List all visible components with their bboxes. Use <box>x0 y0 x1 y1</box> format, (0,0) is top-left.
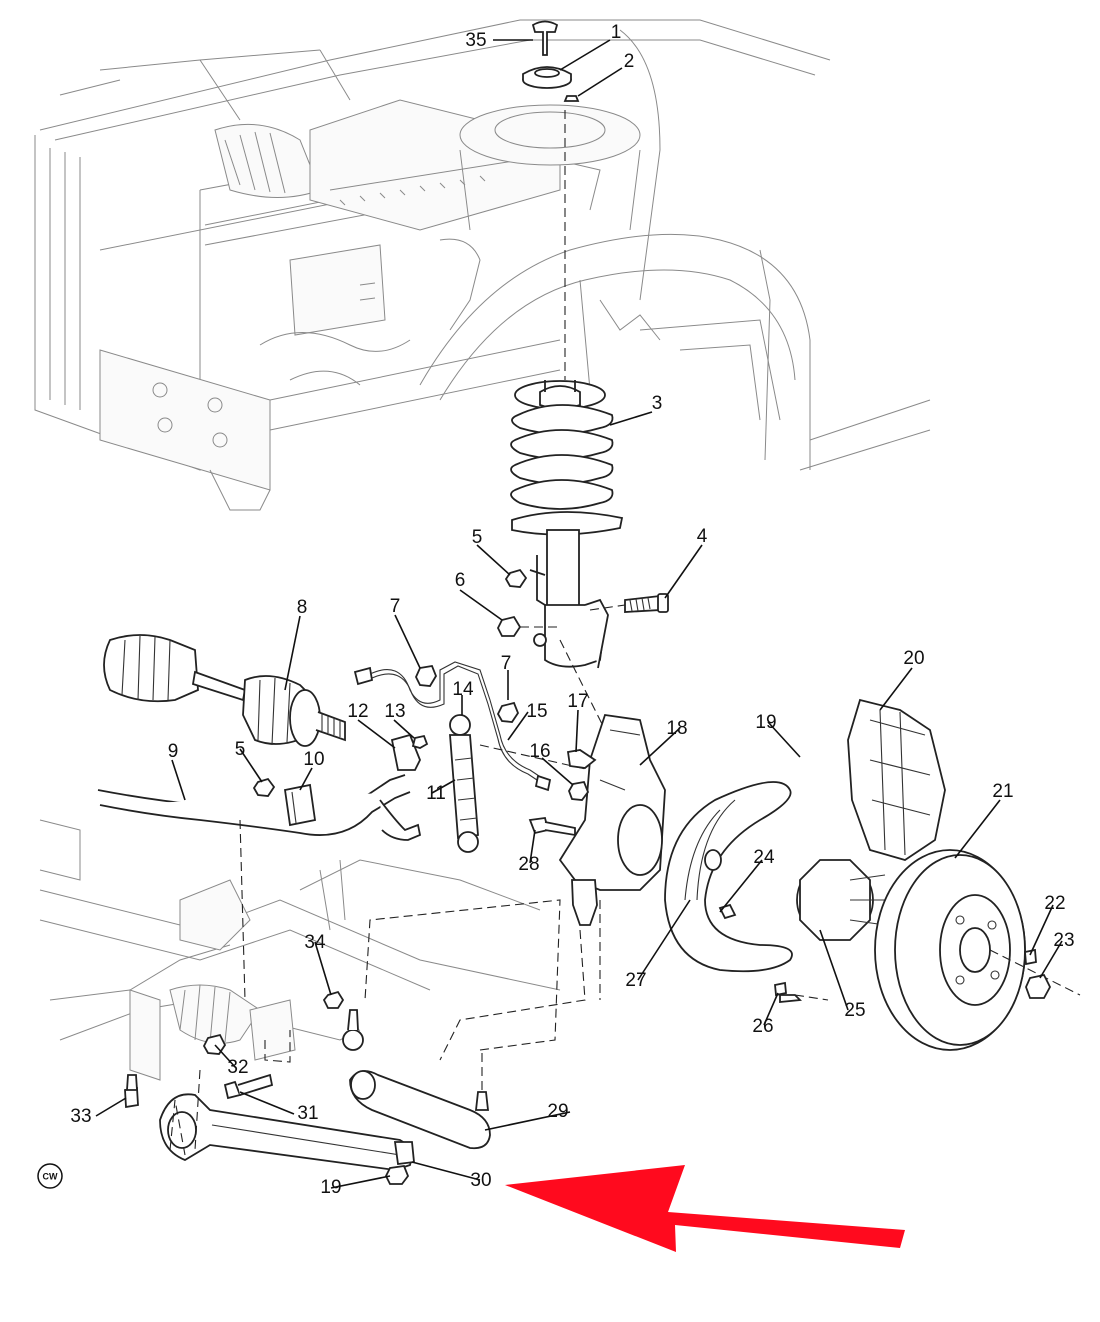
callout-23: 23 <box>1053 930 1074 951</box>
callout-26: 26 <box>752 1016 773 1037</box>
callout-25: 25 <box>844 1000 865 1021</box>
drive-axle <box>103 634 346 747</box>
callout-1: 1 <box>611 22 622 43</box>
callout-5-upper: 5 <box>472 527 483 548</box>
callout-22: 22 <box>1044 893 1065 914</box>
steering-knuckle <box>528 639 666 926</box>
cw-badge-label: CW <box>43 1171 58 1181</box>
subframe-structure <box>39 819 561 1081</box>
callout-8: 8 <box>297 597 308 618</box>
callout-2: 2 <box>624 51 635 72</box>
brake-caliper <box>847 698 946 861</box>
callout-10: 10 <box>303 749 324 770</box>
vehicle-body-structure <box>34 19 931 511</box>
brake-rotor <box>874 849 1081 1051</box>
callout-12: 12 <box>347 701 368 722</box>
callout-13: 13 <box>384 701 405 722</box>
brake-splash-shield <box>664 781 793 973</box>
callout-33: 33 <box>70 1106 91 1127</box>
callout-28: 28 <box>518 854 539 875</box>
callout-6: 6 <box>455 570 466 591</box>
callout-35: 35 <box>465 30 486 51</box>
callout-numbers: 35 1 2 3 4 5 6 7 7 8 9 10 11 12 13 14 15… <box>70 22 1074 1198</box>
callout-4: 4 <box>697 526 708 547</box>
callout-29: 29 <box>547 1101 568 1122</box>
stabilizer-link <box>449 714 591 853</box>
callout-19-upper: 19 <box>755 712 776 733</box>
callout-21: 21 <box>992 781 1013 802</box>
cw-badge: CW <box>37 1163 63 1189</box>
callout-15: 15 <box>526 701 547 722</box>
callout-7-right: 7 <box>501 653 512 674</box>
callout-16: 16 <box>529 741 550 762</box>
callout-18: 18 <box>666 718 687 739</box>
lower-control-arms <box>124 819 601 1185</box>
callout-7-left: 7 <box>390 596 401 617</box>
callout-24: 24 <box>753 847 775 868</box>
callout-30: 30 <box>470 1170 491 1191</box>
leader-lines <box>95 39 1063 1189</box>
callout-31: 31 <box>297 1103 318 1124</box>
callout-19-lower: 19 <box>320 1177 341 1198</box>
callout-9: 9 <box>168 741 179 762</box>
callout-34: 34 <box>304 932 326 953</box>
callout-20: 20 <box>903 648 924 669</box>
strut-fasteners <box>415 568 669 723</box>
strut-spring-assembly <box>510 110 624 669</box>
wheel-speed-sensor-harness <box>353 661 552 792</box>
stabilizer-bar <box>97 733 429 841</box>
red-pointer-arrow <box>505 1165 905 1252</box>
callout-11: 11 <box>426 783 446 804</box>
callout-14: 14 <box>452 679 474 700</box>
wheel-hub-bearing <box>718 859 886 1003</box>
callout-32: 32 <box>227 1057 248 1078</box>
callout-17: 17 <box>567 691 588 712</box>
upper-strut-mount <box>522 20 580 102</box>
callout-27: 27 <box>625 970 646 991</box>
callout-5-lower: 5 <box>235 739 246 760</box>
callout-3: 3 <box>652 393 663 414</box>
